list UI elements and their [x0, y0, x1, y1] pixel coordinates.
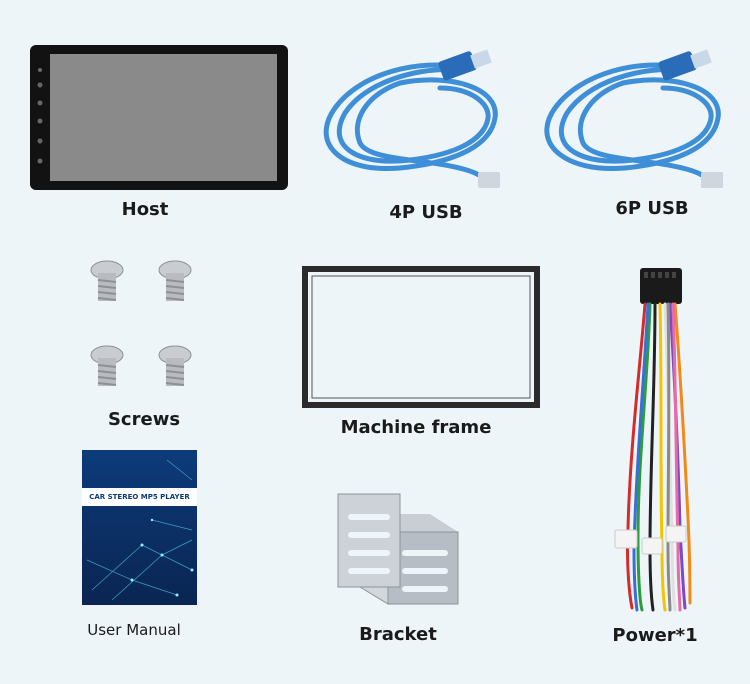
frame-label: Machine frame [340, 417, 492, 438]
screws-label: Screws [107, 409, 181, 430]
usb-6p-label: 6P USB [615, 198, 689, 219]
user-manual-cover: CAR STEREO MP5 PLAYER [82, 450, 197, 605]
bracket [330, 492, 465, 607]
manual-cover-title: CAR STEREO MP5 PLAYER [89, 493, 190, 501]
screw-4 [158, 345, 192, 386]
screws [85, 258, 205, 393]
screw-1 [90, 260, 124, 301]
host-unit [30, 45, 288, 190]
manual-label: User Manual [87, 621, 181, 639]
usb-4p-label: 4P USB [389, 202, 463, 223]
usb-6p-cable [525, 48, 735, 198]
machine-frame [302, 266, 540, 408]
host-label: Host [121, 199, 169, 220]
power-label: Power*1 [612, 625, 698, 646]
screw-2 [158, 260, 192, 301]
usb-4p-cable [300, 48, 510, 198]
screw-3 [90, 345, 124, 386]
bracket-label: Bracket [359, 624, 437, 645]
power-harness [610, 268, 700, 618]
